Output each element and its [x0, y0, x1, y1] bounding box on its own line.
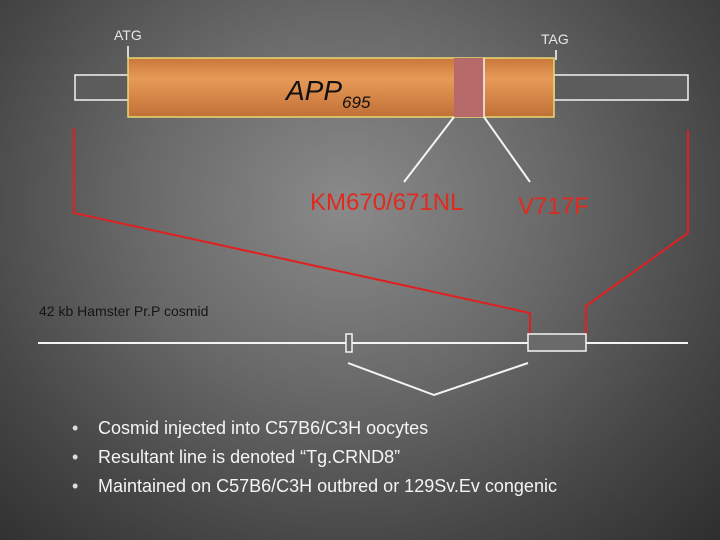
bullet-item: • Resultant line is denoted “Tg.CRND8”	[72, 445, 557, 474]
bullet-dot-icon: •	[72, 447, 79, 467]
gene-name-isoform: 695	[342, 93, 371, 112]
mutation-band	[454, 58, 484, 117]
bullet-text: Maintained on C57B6/C3H outbred or 129Sv…	[98, 476, 557, 496]
right-flank	[553, 74, 689, 101]
bullet-dot-icon: •	[72, 418, 79, 438]
indiana-pointer	[483, 116, 531, 183]
cosmid-insert-exon	[527, 333, 587, 352]
cosmid-small-exon	[345, 333, 353, 353]
left-insertion-line	[73, 128, 531, 336]
atg-label: ATG	[114, 27, 142, 43]
swedish-pointer	[403, 116, 455, 183]
right-insertion-line	[585, 130, 689, 336]
bullet-list: •Cosmid injected into C57B6/C3H oocytes …	[72, 416, 557, 503]
tag-label: TAG	[541, 31, 569, 47]
cosmid-label: 42 kb Hamster Pr.P cosmid	[39, 303, 208, 319]
bullet-text: Resultant line is denoted “Tg.CRND8”	[98, 447, 401, 467]
gene-name-main: APP	[284, 75, 342, 106]
cosmid-splice-line	[347, 362, 529, 397]
bullet-item: • Maintained on C57B6/C3H outbred or 129S…	[72, 474, 557, 503]
swedish-mutation-label: KM670/671NL	[310, 189, 463, 216]
bullet-dot-icon: •	[72, 476, 79, 496]
indiana-mutation-label: V717F	[518, 193, 589, 220]
left-flank	[74, 74, 130, 101]
gene-name: APP695	[284, 75, 371, 112]
bullet-item: • Cosmid injected into C57B6/C3H oocytes	[72, 416, 557, 445]
bullet-text: Cosmid injected into C57B6/C3H oocytes	[98, 418, 429, 438]
